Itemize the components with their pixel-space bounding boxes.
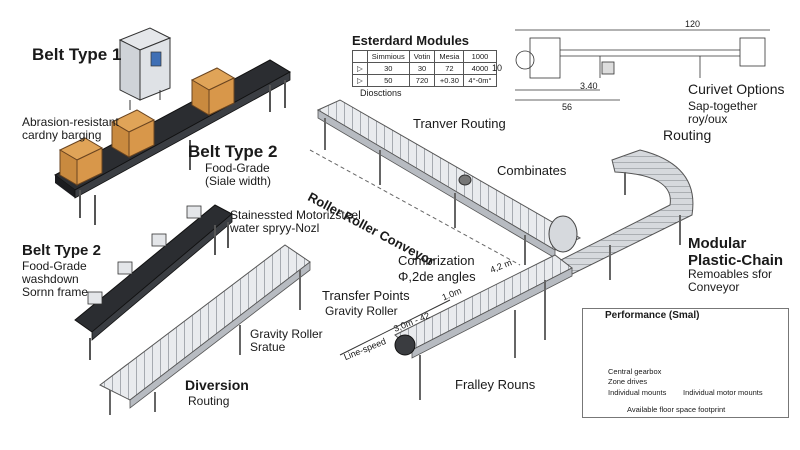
directions-label: Diosctions	[360, 88, 402, 98]
modular-chain-title: Modular Plastic-Chain	[688, 235, 784, 269]
performance-xlabel: Available floor space footprint	[627, 405, 726, 414]
line-speed-arrow	[339, 299, 451, 356]
table-cell: 720	[408, 74, 436, 87]
tranver-routing-label: Tranver Routing	[413, 116, 506, 131]
table-cell: 50	[366, 74, 410, 87]
routing-label: Routing	[663, 127, 712, 143]
curvet-options-desc: Sap-together roy/oux	[688, 99, 758, 127]
performance-panel	[582, 308, 789, 418]
control-cabinet	[118, 27, 172, 110]
table-cell: 30	[408, 62, 436, 75]
main-roller-conveyor	[316, 99, 582, 265]
perf-annotation-zone-drives: Zone drives	[608, 377, 648, 386]
diversion-title: Diversion	[185, 377, 249, 393]
curvet-options-title: Curivet Options	[688, 81, 785, 97]
belt2a-description: Food-Grade (Siale width)	[205, 161, 272, 189]
table-cell: ▷	[352, 62, 368, 75]
table-cell: 30	[366, 62, 410, 75]
modules-table: Simmious Votin Mesia 1000 ▷ 30 30 72 400…	[352, 50, 497, 87]
belt2b-description: Food-Grade washdown Sornn frame	[22, 259, 89, 300]
table-cell: ▷	[352, 74, 368, 87]
fralley-label: Fralley Rouns	[455, 377, 536, 392]
perf-annotation-central-gearbox: Central gearbox	[608, 367, 662, 376]
modules-title: Esterdard Modules	[352, 33, 470, 48]
dashed-guide	[309, 149, 521, 266]
transfer-points-sub: Gravity Roller	[325, 304, 398, 318]
stainless-label: Stainessted Motorizsteel water spryy-Noz…	[230, 208, 361, 236]
modular-chain-desc: Remoables sfor Conveyor	[688, 267, 773, 295]
table-cell: +0.30	[434, 74, 465, 87]
belt1-description: Abrasion-resistant cardny barging	[22, 115, 119, 143]
table-cell: 72	[434, 62, 465, 75]
drawing-dim-top: 120	[685, 19, 701, 29]
technical-drawing	[515, 29, 770, 101]
table-cell	[352, 50, 368, 63]
transfer-points-title: Transfer Points	[322, 288, 410, 303]
perf-annotation-individual-mounts: Individual mounts	[608, 388, 667, 397]
belt2b-title: Belt Type 2	[22, 242, 101, 259]
transfer-roller-conveyor	[394, 254, 573, 400]
table-header: Mesia	[434, 50, 465, 63]
modular-chain-conveyor	[544, 149, 694, 281]
combinates-label: Combinates	[497, 163, 567, 178]
table-cell: 4°-0m°	[463, 74, 497, 87]
belt-type2-conveyor	[74, 204, 233, 360]
gear-icon	[458, 174, 472, 186]
combination-label: Combrization	[398, 253, 475, 268]
table-row: ▷ 50 720 +0.30 4°-0m°	[352, 74, 497, 87]
perf-annotation-motor-mounts: Individual motor mounts	[683, 388, 763, 397]
diversion-subtitle: Routing	[188, 394, 230, 408]
table-row: ▷ 30 30 72 4000	[352, 62, 497, 75]
belt1-title: Belt Type 1	[32, 45, 122, 64]
performance-title: Performance (Smal)	[605, 310, 700, 321]
table-header: 1000	[463, 50, 497, 63]
gravity-label: Gravity Roller Sratue	[250, 327, 323, 355]
belt2a-title: Belt Type 2	[188, 142, 278, 161]
table-header: Simmious	[366, 50, 410, 63]
table-header: Votin	[408, 50, 436, 63]
angles-label: Φ,2de angles	[398, 269, 476, 284]
gravity-roller-conveyor	[99, 244, 311, 415]
drawing-dim-bottom: 56	[562, 102, 573, 112]
wooden-crates	[58, 67, 236, 186]
drawing-dim-mid: 3.40	[580, 81, 598, 91]
drawing-dim-side: 10	[492, 63, 503, 73]
